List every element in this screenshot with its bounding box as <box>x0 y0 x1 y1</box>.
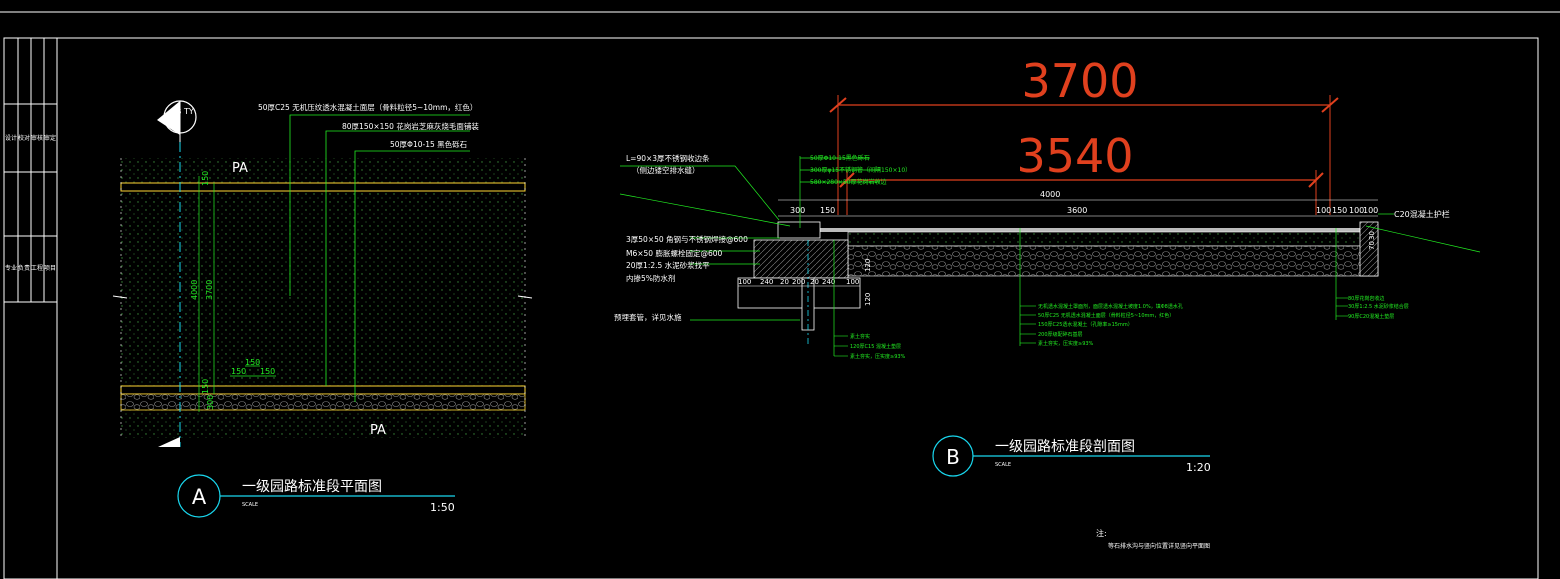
plan-title: 一级园路标准段平面图 <box>242 479 382 495</box>
section-right-label: C20混凝土护栏 <box>1394 209 1450 219</box>
section-dim-top: 3600 <box>1067 206 1087 215</box>
plan-pa-label-top: PA <box>232 161 248 176</box>
section-scale: 1:20 <box>1186 461 1211 474</box>
section-left-callout: （侧边镂空排水缝） <box>632 165 700 175</box>
plan-marker-letter: A <box>192 485 207 509</box>
section-dim-vertical: 120 <box>864 259 872 272</box>
section-gravel-base <box>847 245 1379 277</box>
section-left-callout: L=90×3厚不锈钢收边条 <box>626 153 710 163</box>
section-top-callout: 50厚Φ10-15黑色砾石 <box>810 154 870 162</box>
plan-callout-2: 80厚150×150 花岗岩芝麻灰烧毛面铺装 <box>342 121 479 131</box>
section-big-dim-3700: 3700 <box>1021 54 1138 108</box>
section-dim-right: 70 <box>1368 241 1376 250</box>
section-right-callout: 90厚C20混凝土垫层 <box>1348 313 1394 320</box>
section-scale-label: SCALE <box>995 462 1011 468</box>
plan-dim-detail-c: 150 <box>260 367 275 376</box>
section-dim-top: 100 <box>1363 206 1378 215</box>
section-mid-callout: 素土夯实，压实度≥93% <box>1038 340 1094 347</box>
section-right-callout: 30厚1:2.5 水泥砂浆结合层 <box>1348 303 1409 310</box>
section-bottom-callout: 素土夯实 <box>850 333 870 340</box>
section-right-callout: 80厚花岗岩收边 <box>1348 295 1384 302</box>
section-dim-right: 30 <box>1368 231 1376 240</box>
plan-edge-band-top <box>120 182 526 192</box>
section-left-callout: 20厚1:2.5 水泥砂浆找平 <box>626 260 710 270</box>
title-block-cell: 专业 <box>5 264 17 272</box>
plan-dim-total: 4000 <box>190 280 199 300</box>
section-mid-callout: 无机透水混凝土罩面剂，面层透水混凝土坡度1.0%，填Φ8透水孔 <box>1038 303 1183 310</box>
section-dim-top: 150 <box>1332 206 1347 215</box>
section-view: 3700 3540 4000 300 150 3600 100 150 100 … <box>614 54 1481 550</box>
plan-scale: 1:50 <box>430 501 455 514</box>
title-block-cell: 负责 <box>18 264 30 272</box>
title-block-cell: 项目 <box>44 265 56 272</box>
plan-callout-3: 50厚Φ10-15 黑色砾石 <box>390 139 468 149</box>
plan-dim-detail-a: 150 <box>245 358 260 367</box>
title-block-cell: 审定 <box>44 134 56 142</box>
section-dim-top: 4000 <box>1040 190 1060 199</box>
title-block-cell: 设计 <box>5 134 17 142</box>
section-dim-top: 100 <box>1349 206 1364 215</box>
section-left-callout: 3厚50×50 角钢与不锈钢焊接@600 <box>626 234 748 244</box>
title-block: 设计 校对 审核 审定 专业 负责 工程 项目 <box>4 38 58 579</box>
plan-dim-gravel: 300 <box>206 395 215 410</box>
section-bottom-callout: 素土夯实，压实度≥93% <box>850 353 906 360</box>
section-dim-bottom: 200 <box>792 278 805 286</box>
svg-text:TY: TY <box>183 107 194 116</box>
title-block-cell: 工程 <box>31 264 43 272</box>
plan-dim-detail-b: 150 <box>231 367 246 376</box>
section-marker-letter: B <box>946 445 960 469</box>
section-right-curb <box>1359 221 1379 277</box>
plan-dim-edge-bottom: 150 <box>201 379 210 394</box>
title-block-cell: 校对 <box>18 134 30 142</box>
section-dim-bottom: 100 <box>738 278 751 286</box>
section-title: 一级园路标准段剖面图 <box>995 439 1135 455</box>
plan-edge-band-bottom <box>120 385 526 395</box>
section-dim-top: 150 <box>820 206 835 215</box>
title-block-cell: 审核 <box>31 134 43 142</box>
section-big-dim-3540: 3540 <box>1016 129 1133 183</box>
plan-gravel-strip <box>120 393 526 411</box>
section-curb-footing <box>737 277 861 309</box>
section-top-callout: 300厚φ15不锈钢管（间隔150×10） <box>810 166 911 174</box>
section-dim-top: 300 <box>790 206 805 215</box>
section-concrete-layer <box>847 231 1379 247</box>
north-arrow-icon: B TY <box>157 100 197 142</box>
section-mid-callout: 200厚级配碎石基层 <box>1038 331 1083 338</box>
section-mid-callout: 150厚C25透水混凝土（孔隙率≥15mm） <box>1038 321 1133 328</box>
drawing-border <box>3 37 1539 579</box>
plan-dim-edge-top: 150 <box>201 171 210 186</box>
plan-callout-1: 50厚C25 无机压纹透水混凝土面层（骨料粒径5~10mm，红色） <box>258 102 477 112</box>
section-left-callout: 内掺5%防水剂 <box>626 273 675 283</box>
section-top-callout: 580×280×50厚花岗岩收边 <box>810 178 887 186</box>
section-mid-callout: 50厚C25 无机透水混凝土面层（骨料粒径5~10mm，红色） <box>1038 312 1174 319</box>
section-left-callout: M6×50 膨胀螺栓固定@600 <box>626 248 722 258</box>
section-dim-bottom: 240 <box>822 278 835 286</box>
section-edge-curb <box>753 239 849 279</box>
section-surface-layer <box>778 228 1378 232</box>
section-dim-bottom: 20 <box>810 278 819 286</box>
section-dim-top: 100 <box>1316 206 1331 215</box>
plan-view: B TY PA PA 150 4000 3700 150 300 150 150… <box>112 100 533 518</box>
plan-dim-inner: 3700 <box>205 280 214 300</box>
note-text: 等石排水沟与竖向位置详见竖向平面图 <box>1108 542 1210 550</box>
section-bottom-callout: 120厚C15 混凝土垫层 <box>850 343 901 350</box>
plan-pa-label-bottom: PA <box>370 423 386 438</box>
svg-text:B: B <box>176 107 182 116</box>
section-dim-bottom: 20 <box>780 278 789 286</box>
section-dim-bottom: 100 <box>846 278 859 286</box>
section-dim-bottom: 240 <box>760 278 773 286</box>
section-left-callout: 预埋套管，详见水施 <box>614 312 682 322</box>
section-dim-vertical: 120 <box>864 293 872 306</box>
note-label: 注: <box>1096 528 1107 538</box>
plan-scale-label: SCALE <box>242 502 258 508</box>
